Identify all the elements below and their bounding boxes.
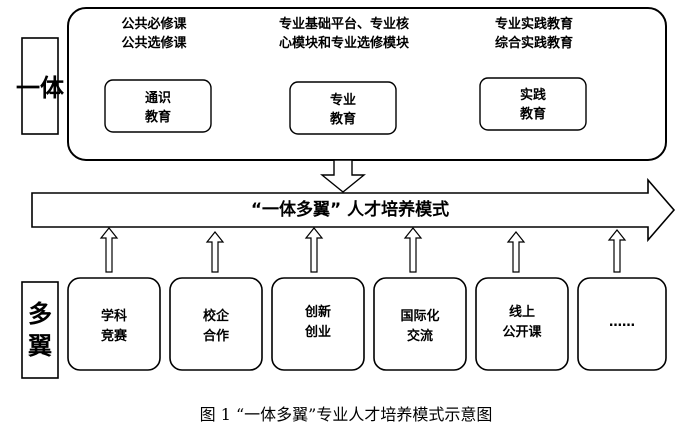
svg-text:教育: 教育 xyxy=(144,109,171,125)
wing-box-industry: 校企 合作 xyxy=(169,277,263,371)
svg-text:专业基础平台、专业核: 专业基础平台、专业核 xyxy=(279,16,409,32)
practice-education-box: 实践 教育 xyxy=(479,77,587,131)
svg-text:竞赛: 竞赛 xyxy=(101,328,128,344)
svg-text:校企: 校企 xyxy=(203,308,230,324)
svg-text:专业: 专业 xyxy=(330,92,356,108)
course-text-general: 公共必修课 公共选修课 xyxy=(121,16,187,51)
figure-caption: 图 1 “一体多翼”专业人才培养模式示意图 xyxy=(200,405,493,424)
wing-box-more: …… xyxy=(577,277,667,371)
up-arrow-icon xyxy=(304,227,324,273)
svg-text:综合实践教育: 综合实践教育 xyxy=(495,35,573,51)
model-band-label: “一体多翼” 人才培养模式 xyxy=(251,199,449,220)
up-arrow-icon xyxy=(607,229,627,273)
svg-text:专业实践教育: 专业实践教育 xyxy=(495,16,573,32)
wing-box-competition: 学科 竞赛 xyxy=(67,277,161,371)
down-arrow-icon xyxy=(320,159,366,193)
svg-text:合作: 合作 xyxy=(203,328,229,344)
duoyi-label-box: 多翼 xyxy=(21,281,59,379)
wing-box-online: 线上 公开课 xyxy=(475,277,569,371)
svg-text:学科: 学科 xyxy=(101,308,127,324)
yiti-label-box: 一体 xyxy=(16,37,65,135)
up-arrow-icon xyxy=(99,227,119,273)
up-arrow-icon xyxy=(506,231,526,273)
yiti-label: 一体 xyxy=(16,74,65,102)
general-education-box: 通识 教育 xyxy=(104,79,212,133)
svg-text:交流: 交流 xyxy=(407,328,433,344)
course-text-professional: 专业基础平台、专业核 心模块和专业选修模块 xyxy=(279,16,410,51)
svg-text:教育: 教育 xyxy=(519,106,546,122)
svg-text:公开课: 公开课 xyxy=(502,325,542,340)
duoyi-label-line1: 多翼 xyxy=(28,300,52,360)
wing-box-international: 国际化 交流 xyxy=(373,277,467,371)
up-arrow-icon xyxy=(205,231,225,273)
svg-text:公共选修课: 公共选修课 xyxy=(121,35,187,51)
svg-text:心模块和专业选修模块: 心模块和专业选修模块 xyxy=(279,35,410,51)
svg-text:……: …… xyxy=(609,315,635,330)
course-text-practice: 专业实践教育 综合实践教育 xyxy=(495,16,573,51)
model-band-arrow xyxy=(31,177,676,243)
professional-education-box: 专业 教育 xyxy=(289,81,397,135)
wing-box-innovation: 创新 创业 xyxy=(271,277,365,371)
up-arrow-icon xyxy=(403,227,423,273)
svg-text:教育: 教育 xyxy=(329,111,356,127)
svg-text:国际化: 国际化 xyxy=(400,308,439,324)
svg-text:创业: 创业 xyxy=(304,324,331,340)
svg-text:线上: 线上 xyxy=(509,304,535,320)
svg-text:创新: 创新 xyxy=(304,304,331,320)
svg-text:公共必修课: 公共必修课 xyxy=(121,16,187,32)
svg-text:实践: 实践 xyxy=(520,87,546,103)
svg-text:通识: 通识 xyxy=(145,90,171,106)
